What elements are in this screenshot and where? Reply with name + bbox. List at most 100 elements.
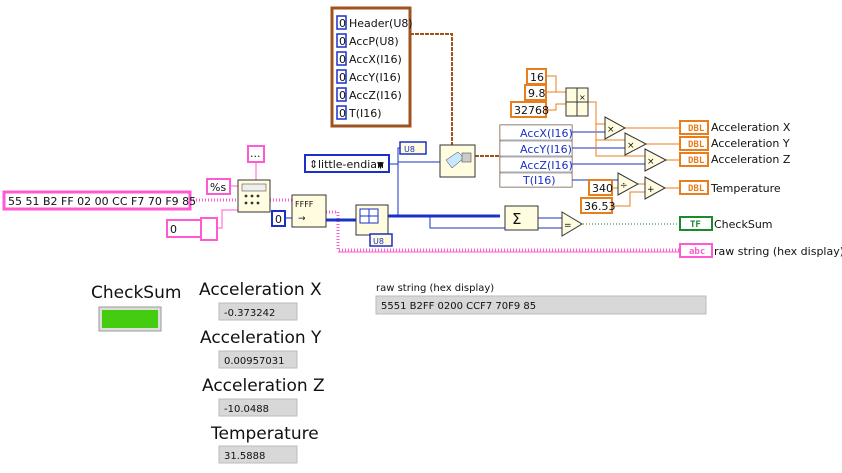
equal-glyph: = — [564, 221, 572, 231]
format-string-value: %s — [210, 181, 226, 194]
unbundle-item: AccZ(I16) — [520, 159, 573, 172]
indicator-label: raw string (hex display) — [376, 283, 494, 294]
indicator-value: 31.5888 — [224, 451, 265, 462]
indicator-field[interactable] — [218, 302, 298, 321]
terminal-acc-z[interactable]: DBL Acceleration Z — [679, 152, 791, 167]
cluster-item-value: 0 — [339, 71, 346, 84]
multiply-glyph: × — [607, 125, 615, 135]
cluster-item-value: 0 — [339, 107, 346, 120]
scan-from-string-node[interactable] — [237, 179, 271, 213]
checksum-led[interactable] — [102, 310, 158, 328]
indicator-value: 5551 B2FF 0200 CCF7 70F9 85 — [381, 301, 536, 312]
divide-node[interactable]: ÷ — [617, 172, 640, 196]
indicator-field[interactable] — [375, 295, 707, 315]
terminal-label: Acceleration Z — [711, 153, 791, 166]
string-to-byte-array-node[interactable]: FFFF → — [291, 194, 327, 228]
unbundle-item: AccY(I16) — [520, 143, 572, 156]
indicator-label: Acceleration Z — [202, 376, 325, 396]
format-string-constant[interactable]: %s — [206, 178, 231, 195]
multiply-node-z[interactable]: × — [644, 148, 668, 172]
indicator-label: Acceleration X — [199, 280, 322, 300]
cluster-item-label: AccZ(I16) — [349, 89, 402, 102]
cluster-item-value: 0 — [339, 89, 346, 102]
constant-9-8[interactable]: 9.8 — [524, 84, 547, 101]
constant-32768-value: 32768 — [514, 104, 549, 117]
terminal-checksum[interactable]: TF CheckSum — [679, 216, 773, 231]
temperature-indicator: Temperature 31.5888 — [210, 424, 319, 464]
cluster-item[interactable]: 0 AccX(I16) — [336, 51, 402, 66]
unbundle-by-name[interactable]: AccX(I16) AccY(I16) AccZ(I16) T(I16) — [499, 124, 573, 188]
cluster-item-value: 0 — [339, 53, 346, 66]
dbl-tag: DBL — [688, 156, 705, 166]
cluster-item[interactable]: 0 AccY(I16) — [336, 69, 401, 84]
u8-label: U8 — [373, 237, 384, 246]
cluster-wires — [410, 33, 500, 157]
cluster-item[interactable]: 0 AccZ(I16) — [336, 87, 402, 102]
indicator-field[interactable] — [218, 398, 298, 417]
u8-label: U8 — [404, 145, 415, 154]
acc-y-indicator: Acceleration Y 0.00957031 — [200, 328, 322, 369]
terminal-acc-x[interactable]: DBL Acceleration X — [679, 120, 791, 135]
terminal-label: Acceleration Y — [711, 137, 790, 150]
sigma-glyph: Σ — [512, 210, 521, 228]
cluster-item-value: 0 — [339, 35, 346, 48]
checksum-label: CheckSum — [91, 283, 181, 303]
chevron-down-icon[interactable]: ▼ — [377, 161, 384, 171]
ellipsis-constant[interactable]: ... — [247, 145, 265, 163]
constant-9-8-value: 9.8 — [528, 87, 546, 100]
compound-arithmetic-node[interactable]: × — [565, 87, 589, 117]
dbl-tag: DBL — [688, 124, 705, 134]
hex-string-constant[interactable]: 55 51 B2 FF 02 00 CC F7 70 F9 85 — [2, 190, 196, 211]
divide-glyph: ÷ — [620, 181, 628, 191]
endian-selected-value: little-endian — [318, 158, 384, 171]
add-node[interactable]: + — [644, 176, 667, 200]
tf-tag: TF — [690, 220, 701, 230]
cluster-item-value: 0 — [339, 17, 346, 30]
cluster-constant[interactable]: 0 Header(U8) 0 AccP(U8) 0 AccX(I16) 0 Ac… — [330, 6, 413, 128]
constant-32768[interactable]: 32768 — [510, 101, 549, 118]
terminal-label: raw string (hex display) — [714, 245, 842, 258]
index-zero-constant[interactable]: 0 — [271, 210, 286, 227]
cluster-item-label: T(I16) — [348, 107, 382, 120]
terminal-acc-y[interactable]: DBL Acceleration Y — [679, 136, 790, 151]
add-array-elements-node[interactable]: Σ — [504, 205, 539, 231]
constant-16[interactable]: 16 — [526, 68, 547, 85]
indicator-value: -0.373242 — [224, 308, 275, 319]
multiply-node-y[interactable]: × — [624, 132, 648, 156]
dbl-tag: DBL — [688, 140, 705, 150]
add-glyph: + — [647, 185, 655, 195]
indicator-value: -10.0488 — [224, 404, 269, 415]
cluster-item[interactable]: 0 Header(U8) — [336, 15, 413, 30]
acc-x-indicator: Acceleration X -0.373242 — [199, 280, 322, 321]
endian-selector[interactable]: ⇕ little-endian ▼ — [304, 154, 390, 173]
indicator-field[interactable] — [218, 445, 298, 464]
multiply-node-x[interactable]: × — [604, 116, 627, 140]
constant-36-53[interactable]: 36.53 — [580, 197, 616, 214]
constant-36-53-value: 36.53 — [584, 200, 616, 213]
cluster-item[interactable]: 0 T(I16) — [336, 105, 382, 120]
numeric-zero-value: 0 — [170, 223, 177, 236]
terminal-label: Temperature — [710, 182, 781, 195]
acc-z-indicator: Acceleration Z -10.0488 — [202, 376, 325, 417]
unbundle-item: AccX(I16) — [520, 127, 573, 140]
numeric-zero-input[interactable]: 0 — [166, 217, 218, 241]
u8-conversion-node-bottom[interactable]: U8 — [369, 233, 393, 247]
u8-conversion-node-top[interactable]: U8 — [399, 141, 427, 155]
indicator-field[interactable] — [218, 350, 298, 369]
constant-340-value: 340 — [592, 182, 613, 195]
constant-340[interactable]: 340 — [588, 179, 613, 196]
multiply-glyph: × — [579, 93, 586, 102]
indicator-label: Temperature — [210, 424, 319, 444]
unflatten-from-string-node[interactable] — [439, 144, 476, 178]
array-subset-node[interactable] — [355, 204, 389, 236]
cluster-item[interactable]: 0 AccP(U8) — [336, 33, 399, 48]
cluster-item-label: AccY(I16) — [349, 71, 401, 84]
arrow-glyph: → — [298, 214, 306, 224]
terminal-temperature[interactable]: DBL Temperature — [679, 180, 781, 195]
terminal-raw-string[interactable]: abc raw string (hex display) — [679, 243, 842, 258]
unbundle-item: T(I16) — [522, 174, 556, 187]
multiply-glyph: × — [627, 141, 635, 151]
equal-node[interactable]: = — [561, 211, 583, 237]
cluster-item-label: AccP(U8) — [349, 35, 399, 48]
